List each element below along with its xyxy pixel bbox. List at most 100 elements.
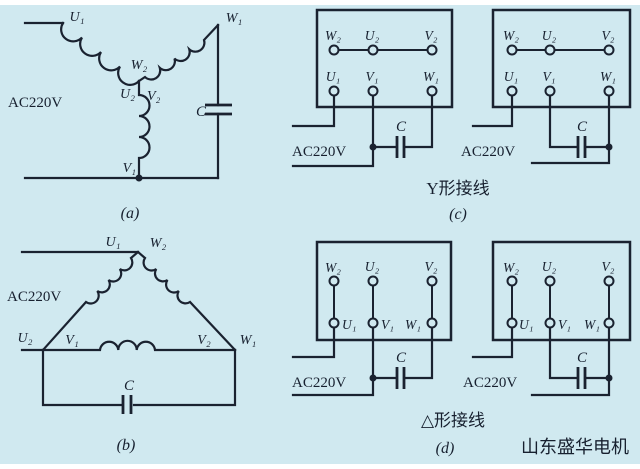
terminal-v2 — [426, 275, 438, 287]
a-coil-u-phase — [60, 21, 141, 86]
terminal-u2 — [544, 275, 556, 287]
terminal-label-u2: U₂ — [542, 259, 557, 274]
terminal-w1 — [603, 85, 615, 97]
wire-capacitor-to-w1 — [404, 94, 434, 149]
wire-u1-to-source — [291, 326, 336, 359]
terminal-v2 — [603, 275, 615, 287]
b-coil-bottom-side — [41, 339, 237, 352]
b-coil-left-side — [41, 250, 140, 352]
figure-caption-b: (b) — [117, 437, 136, 454]
junction-dot — [605, 374, 613, 382]
terminal-label-u2: U₂ — [120, 87, 135, 102]
terminal-label-v1: V₁ — [123, 161, 136, 176]
terminal-label-u1: U₁ — [519, 317, 533, 332]
diagram-a-y-winding: U₁ W₁ W₂ U₂ V₂ V₁ C AC220V (a) — [8, 10, 242, 222]
ac-source-label: AC220V — [292, 375, 346, 391]
junction-dot — [605, 143, 613, 151]
terminal-label-v2: V₂ — [147, 89, 161, 104]
terminal-label-w1: W₁ — [423, 69, 439, 84]
terminal-v1 — [367, 85, 379, 97]
terminal-label-w2: W₂ — [325, 260, 341, 275]
b-capacitor-loop-left — [41, 348, 123, 407]
terminal-label-w2: W₂ — [503, 260, 519, 275]
terminal-label-w2: W₂ — [150, 236, 167, 251]
terminal-box-outline — [491, 8, 632, 109]
b-coil-right-side — [136, 250, 237, 352]
terminal-label-u2: U₂ — [18, 331, 33, 346]
terminal-w2 — [328, 44, 340, 56]
terminal-label-v1: V₁ — [65, 333, 78, 348]
terminal-label-u1: U₁ — [342, 317, 356, 332]
ac-source-label: AC220V — [292, 144, 346, 160]
terminal-v2 — [426, 44, 438, 56]
terminal-label-v2: V₂ — [602, 28, 615, 43]
terminal-u2 — [544, 44, 556, 56]
terminal-label-v2: V₂ — [197, 333, 211, 348]
diagram-b-delta-winding: U₁ W₂ AC220V U₂ V₁ V₂ W₁ C (b) — [7, 235, 256, 454]
figure-caption-c: (c) — [449, 206, 467, 223]
terminal-w1 — [603, 317, 615, 329]
b-capacitor-loop-right — [132, 348, 237, 407]
junction-dot — [369, 374, 377, 382]
terminal-label-w1: W₁ — [600, 69, 616, 84]
wire-v1-to-source — [291, 94, 375, 168]
figure-caption-d: (d) — [436, 440, 455, 457]
terminal-box-outline — [491, 240, 632, 342]
terminal-box-outline — [315, 240, 453, 342]
junction-dot — [369, 143, 377, 151]
terminal-w2 — [506, 275, 518, 287]
caption-delta-connection: △形接线 — [421, 411, 485, 430]
terminal-label-w1: W₁ — [240, 333, 257, 348]
wire-u1-to-source — [471, 94, 514, 128]
terminal-label-v2: V₂ — [425, 259, 438, 274]
diagram-background — [0, 5, 640, 464]
terminal-label-v2: V₂ — [425, 28, 438, 43]
wire-v1-to-capacitor — [548, 94, 578, 149]
capacitor-label: C — [396, 119, 407, 135]
a-coil-w-phase — [137, 23, 220, 83]
terminal-v1 — [367, 317, 379, 329]
terminal-u2 — [367, 275, 379, 287]
terminal-label-v2: V₂ — [602, 259, 615, 274]
wire-w1-to-source — [530, 94, 611, 165]
caption-y-connection: Y形接线 — [426, 179, 489, 198]
terminal-u1 — [328, 85, 340, 97]
terminal-u2 — [367, 44, 379, 56]
terminal-label-w1: W₁ — [226, 11, 243, 26]
ac-source-label: AC220V — [8, 95, 62, 111]
wire-u1-to-source — [471, 326, 514, 359]
terminal-label-u1: U₁ — [326, 69, 340, 84]
terminal-label-v1: V₁ — [558, 317, 571, 332]
ac-source-label: AC220V — [463, 375, 517, 391]
terminal-box-outline — [315, 8, 454, 109]
capacitor-label: C — [196, 104, 207, 120]
a-junction-dot — [135, 174, 143, 182]
terminal-label-w2: W₂ — [325, 28, 341, 43]
terminal-box-delta-right: W₂ U₂ V₂ U₁ V₁ W₁ C AC220V — [463, 240, 632, 397]
capacitor-label: C — [396, 350, 407, 366]
terminal-label-u1: U₁ — [70, 10, 85, 25]
terminal-box-y-right: W₂ U₂ V₂ U₁ V₁ W₁ C AC220V — [461, 8, 632, 165]
wire-u1-to-source — [291, 94, 336, 128]
ac-source-label: AC220V — [7, 289, 61, 305]
capacitor-label: C — [577, 350, 588, 366]
diagram-d-delta-terminal-boxes: W₂ U₂ V₂ U₁ V₁ W₁ C AC220V — [291, 240, 632, 457]
terminal-u1 — [506, 317, 518, 329]
terminal-w1 — [426, 317, 438, 329]
terminal-label-w1: W₁ — [584, 317, 600, 332]
ac-source-label: AC220V — [461, 144, 515, 160]
terminal-u1 — [506, 85, 518, 97]
terminal-box-delta-left: W₂ U₂ V₂ U₁ V₁ W₁ C AC220V — [291, 240, 453, 397]
wire-capacitor-to-w1 — [404, 326, 434, 380]
terminal-w2 — [328, 275, 340, 287]
terminal-v2 — [603, 44, 615, 56]
wire-v1-to-capacitor — [548, 326, 578, 380]
capacitor-label: C — [577, 119, 588, 135]
wire-v1-to-source — [291, 326, 375, 397]
terminal-label-u2: U₂ — [365, 28, 380, 43]
a-coil-v-phase — [137, 79, 151, 180]
terminal-label-v1: V₁ — [381, 317, 394, 332]
diagram-c-y-terminal-boxes: W₂ U₂ V₂ U₁ V₁ W₁ C AC220V W₂ — [291, 8, 632, 223]
